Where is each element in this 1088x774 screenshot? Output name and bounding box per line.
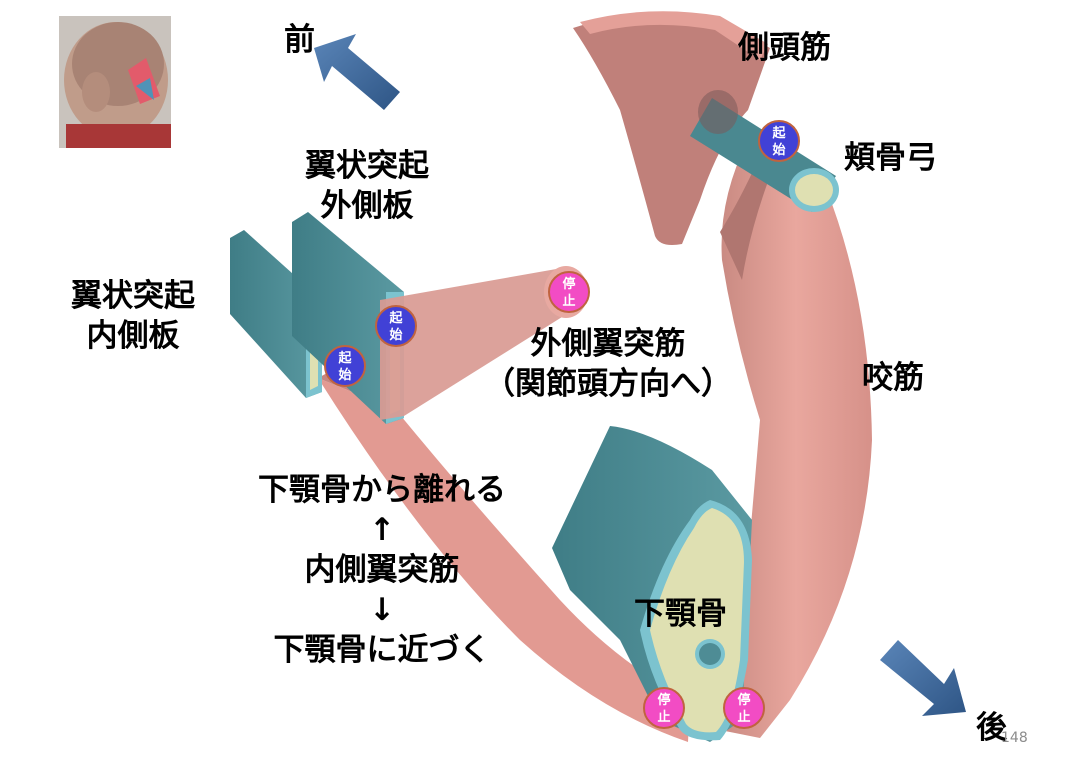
front-label: 前 <box>284 22 315 58</box>
origin-badge-medial-plate: 起 始 <box>324 345 366 387</box>
svg-text:停: 停 <box>737 692 750 708</box>
medial-plate-label-line1: 翼状突起 <box>71 278 195 314</box>
svg-text:止: 止 <box>562 293 575 309</box>
svg-text:始: 始 <box>389 327 402 343</box>
svg-text:始: 始 <box>338 367 351 383</box>
insertion-badge-mandible-medial: 停 止 <box>643 687 685 729</box>
svg-text:停: 停 <box>657 692 670 708</box>
arrow-down-right-icon <box>880 640 966 716</box>
arrow-up-glyph: ↑ <box>369 512 395 548</box>
lateral-plate-label: 翼状突起 外側板 <box>282 146 452 226</box>
lateral-pterygoid-label-line1: 外側翼突筋 <box>530 326 686 362</box>
medial-pterygoid-label: 内側翼突筋 <box>304 552 460 588</box>
mandible-away-text: 下顎骨から離れる <box>258 472 506 508</box>
mandible <box>552 426 752 742</box>
arrow-down-glyph: ↓ <box>369 592 395 628</box>
zygomatic-arch-label: 頬骨弓 <box>844 140 937 176</box>
svg-text:止: 止 <box>737 709 750 725</box>
lateral-pterygoid-label-line2: （関節頭方向へ） <box>484 366 732 402</box>
lateral-plate-label-line2: 外側板 <box>320 188 414 224</box>
svg-text:停: 停 <box>562 276 575 292</box>
medial-pterygoid-action: 下顎骨から離れる ↑ 内側翼突筋 ↓ 下顎骨に近づく <box>230 470 534 670</box>
svg-text:始: 始 <box>772 142 785 158</box>
temporalis-muscle <box>573 11 770 245</box>
masseter-label: 咬筋 <box>862 360 924 396</box>
arrow-up-left-icon <box>314 34 400 110</box>
page-number: 148 <box>1001 730 1028 746</box>
masseter-muscle <box>720 140 872 738</box>
insertion-badge-condyle: 停 止 <box>548 271 590 313</box>
lateral-plate-label-line1: 翼状突起 <box>305 148 429 184</box>
temporalis-label: 側頭筋 <box>738 30 831 66</box>
mandible-label: 下顎骨 <box>634 596 727 632</box>
insertion-badge-mandible-lateral: 停 止 <box>723 687 765 729</box>
origin-badge-zygomatic: 起 始 <box>758 120 800 162</box>
back-label: 後 <box>976 710 1007 746</box>
zygomatic-arch <box>690 90 839 212</box>
medial-plate-label-line2: 内側板 <box>86 318 180 354</box>
svg-text:起: 起 <box>771 125 786 141</box>
head-photo-thumbnail <box>59 16 171 148</box>
svg-text:起: 起 <box>388 310 403 326</box>
svg-text:起: 起 <box>337 350 352 366</box>
medial-plate-label: 翼状突起 内側板 <box>48 276 218 356</box>
origin-badge-lateral-plate: 起 始 <box>375 305 417 347</box>
lateral-pterygoid-label: 外側翼突筋 （関節頭方向へ） <box>470 324 746 404</box>
mandible-toward-text: 下顎骨に近づく <box>273 632 491 668</box>
svg-text:止: 止 <box>657 709 670 725</box>
